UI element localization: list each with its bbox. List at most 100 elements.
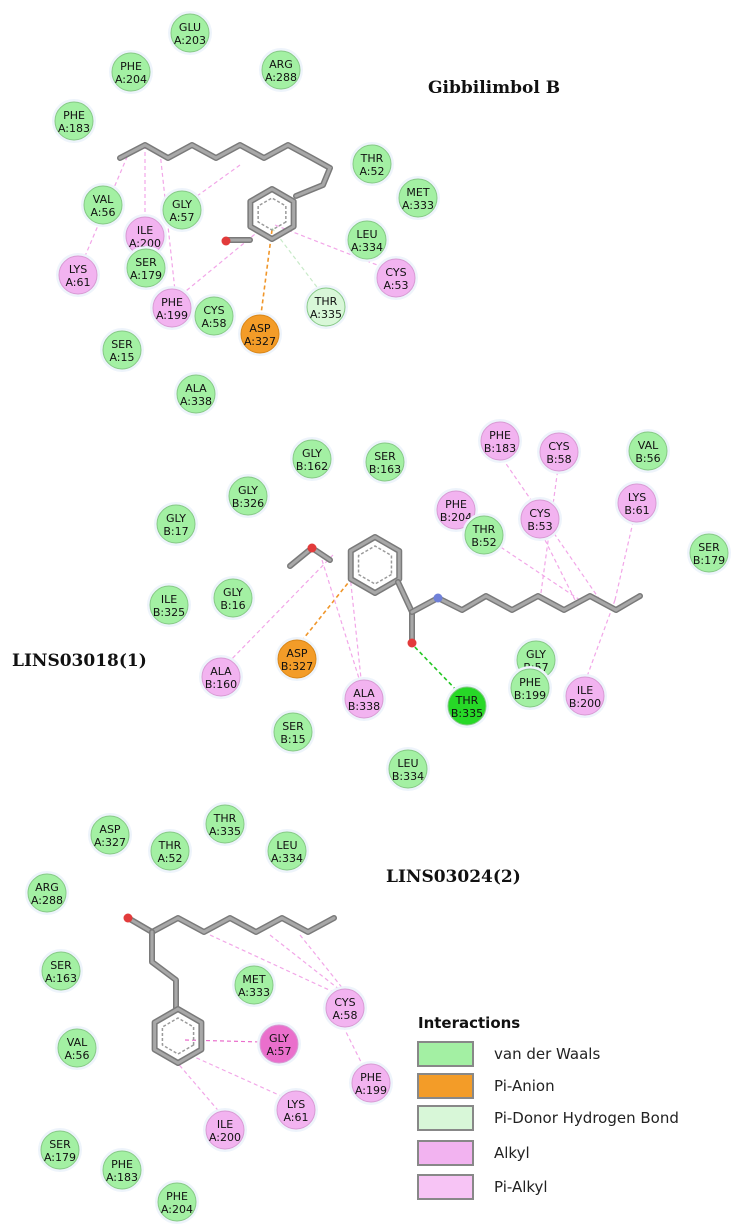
residue-name: PHE	[489, 429, 511, 442]
residue-position: A:333	[402, 199, 434, 212]
residue-circle	[267, 831, 307, 871]
residue-name: GLY	[172, 198, 192, 211]
residue-position: B:327	[281, 660, 313, 673]
residue-circle	[325, 988, 365, 1028]
residue-name: SER	[111, 338, 133, 351]
residue-position: B:160	[205, 678, 237, 691]
bond-highlight	[153, 1007, 203, 1065]
residue-name: LEU	[397, 757, 418, 770]
residue-name: SER	[50, 959, 72, 972]
residue-name: PHE	[519, 676, 541, 689]
residue-name: SER	[49, 1138, 71, 1151]
legend-swatch-alkyl	[417, 1140, 474, 1166]
residue-position: B:183	[484, 442, 516, 455]
residue-name: SER	[135, 256, 157, 269]
residue-circle	[261, 50, 301, 90]
residue-position: A:183	[58, 122, 90, 135]
residue-position: B:334	[392, 770, 424, 783]
residue-name: LYS	[287, 1098, 305, 1111]
residue-name: MET	[242, 973, 265, 986]
residue-name: ALA	[353, 687, 375, 700]
residue-position: A:333	[238, 986, 270, 999]
residue-name: ASP	[99, 823, 121, 836]
residue-name: SER	[698, 541, 720, 554]
legend-label-pi-anion: Pi-Anion	[494, 1077, 555, 1095]
interaction-line	[295, 577, 353, 649]
residue-name: ARG	[35, 881, 59, 894]
residue-name: GLY	[223, 586, 243, 599]
residue-circle	[510, 668, 550, 708]
legend-title: Interactions	[418, 1014, 520, 1032]
oxygen-atom	[123, 913, 133, 923]
residue-name: CYS	[529, 507, 550, 520]
residue-circle	[259, 1024, 299, 1064]
residue-circle	[276, 1090, 316, 1130]
residue-circle	[398, 178, 438, 218]
residue-name: ARG	[269, 58, 293, 71]
residue-circle	[292, 439, 332, 479]
residue-name: GLY	[302, 447, 322, 460]
residue-position: B:15	[280, 733, 305, 746]
residue-circle	[539, 432, 579, 472]
residue-position: B:199	[514, 689, 546, 702]
interaction-line	[209, 934, 341, 996]
legend: Interactions van der Waals Pi-Anion Pi-D…	[417, 1014, 679, 1200]
residue-circle	[162, 190, 202, 230]
residue-position: A:335	[209, 825, 241, 838]
residue-name: ILE	[161, 593, 177, 606]
residue-position: B:200	[569, 697, 601, 710]
interaction-line	[269, 934, 341, 991]
residue-position: B:326	[232, 497, 264, 510]
residue-position: B:163	[369, 463, 401, 476]
residue-name: PHE	[445, 498, 467, 511]
interaction-line	[174, 1059, 223, 1116]
residue-circle	[273, 712, 313, 752]
residue-position: A:15	[109, 351, 134, 364]
residue-circle	[347, 220, 387, 260]
residue-name: LEU	[276, 839, 297, 852]
residue-name: VAL	[67, 1036, 88, 1049]
residue-position: B:58	[546, 453, 571, 466]
residue-position: B:17	[163, 525, 188, 538]
nitrogen-atom	[433, 593, 443, 603]
residue-position: A:200	[209, 1131, 241, 1144]
aromatic-ring	[161, 1017, 195, 1055]
residue-circle	[277, 639, 317, 679]
residue-circle	[228, 476, 268, 516]
residue-name: VAL	[93, 193, 114, 206]
interaction-line	[584, 599, 616, 683]
legend-swatch-pi-alkyl	[417, 1174, 474, 1200]
residue-position: A:334	[271, 852, 303, 865]
residue-position: B:52	[471, 536, 496, 549]
residue-circle	[464, 515, 504, 555]
residue-position: A:203	[174, 34, 206, 47]
residue-name: GLY	[526, 648, 546, 661]
residue-position: A:335	[310, 308, 342, 321]
residue-position: B:53	[527, 520, 552, 533]
residue-position: A:61	[65, 276, 90, 289]
interaction-line	[321, 559, 363, 689]
residue-circle	[352, 144, 392, 184]
residue-name: PHE	[120, 60, 142, 73]
residue-name: ILE	[137, 224, 153, 237]
residue-name: SER	[282, 720, 304, 733]
residue-name: GLU	[179, 21, 201, 34]
